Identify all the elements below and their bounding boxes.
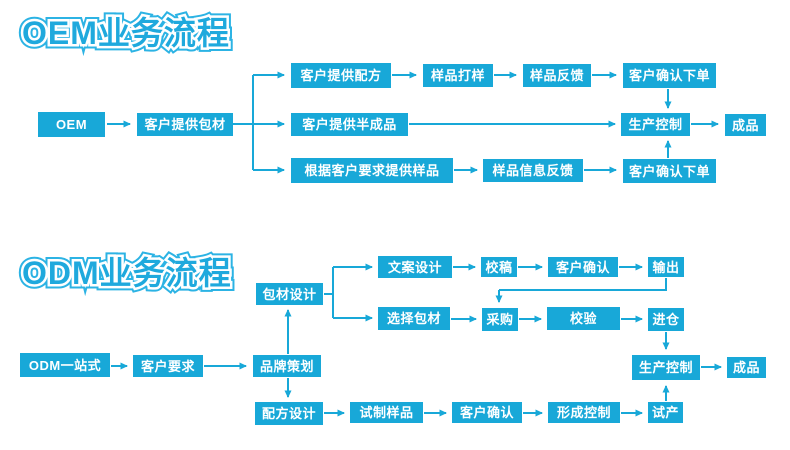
node-odm-brand-planning: 品牌策划 — [253, 355, 321, 377]
node-odm-trial-production: 试产 — [648, 402, 683, 423]
node-oem-sample-feedback: 样品反馈 — [523, 64, 591, 87]
node-odm-output: 输出 — [648, 257, 684, 277]
odm-title-stroke: ODM业务流程 — [20, 253, 234, 294]
oem-title-text: OEM业务流程 — [22, 15, 230, 51]
node-oem-supply-formula: 客户提供配方 — [291, 63, 391, 88]
node-odm-packaging-design: 包材设计 — [256, 283, 323, 305]
node-odm-warehousing: 进仓 — [648, 308, 684, 331]
node-odm-customer-requirement: 客户要求 — [133, 355, 203, 377]
node-odm-form-control: 形成控制 — [548, 402, 620, 423]
node-oem: OEM — [38, 112, 105, 137]
node-odm-purchasing: 采购 — [482, 308, 518, 331]
node-odm-copy-design: 文案设计 — [378, 256, 452, 278]
node-oem-sample-per-request: 根据客户要求提供样品 — [291, 158, 453, 183]
node-odm-formula-design: 配方设计 — [255, 402, 323, 425]
node-odm-proofreading: 校稿 — [481, 257, 517, 277]
node-odm-customer-confirm-top: 客户确认 — [548, 257, 618, 277]
node-odm-production-control: 生产控制 — [632, 355, 700, 380]
node-odm-verification: 校验 — [547, 307, 620, 330]
node-odm-select-packaging: 选择包材 — [378, 307, 450, 330]
node-odm-finished-product: 成品 — [727, 357, 766, 378]
odm-title-text: ODM业务流程 — [22, 255, 232, 291]
oem-section-title: OEM业务流程 OEM业务流程 OEM业务流程 — [18, 10, 234, 56]
oem-title-outline: OEM业务流程 — [18, 11, 234, 56]
odm-section-title: ODM业务流程 ODM业务流程 ODM业务流程 — [18, 250, 236, 296]
node-oem-semi-finished: 客户提供半成品 — [291, 113, 408, 136]
oem-title-stroke: OEM业务流程 — [20, 13, 232, 54]
node-odm-customer-confirm-bottom: 客户确认 — [452, 402, 522, 423]
node-odm-one-stop: ODM一站式 — [20, 353, 110, 377]
node-oem-confirm-order-top: 客户确认下单 — [623, 63, 716, 88]
node-oem-confirm-order-bottom: 客户确认下单 — [623, 159, 716, 183]
node-oem-supply-packaging: 客户提供包材 — [137, 113, 233, 136]
node-oem-production-control: 生产控制 — [621, 113, 690, 136]
odm-title-outline: ODM业务流程 — [18, 251, 236, 296]
node-oem-sample-info-feedback: 样品信息反馈 — [483, 159, 583, 182]
node-odm-trial-sample: 试制样品 — [350, 402, 423, 423]
node-oem-sample-proofing: 样品打样 — [423, 64, 493, 87]
node-oem-finished-product: 成品 — [725, 114, 766, 136]
